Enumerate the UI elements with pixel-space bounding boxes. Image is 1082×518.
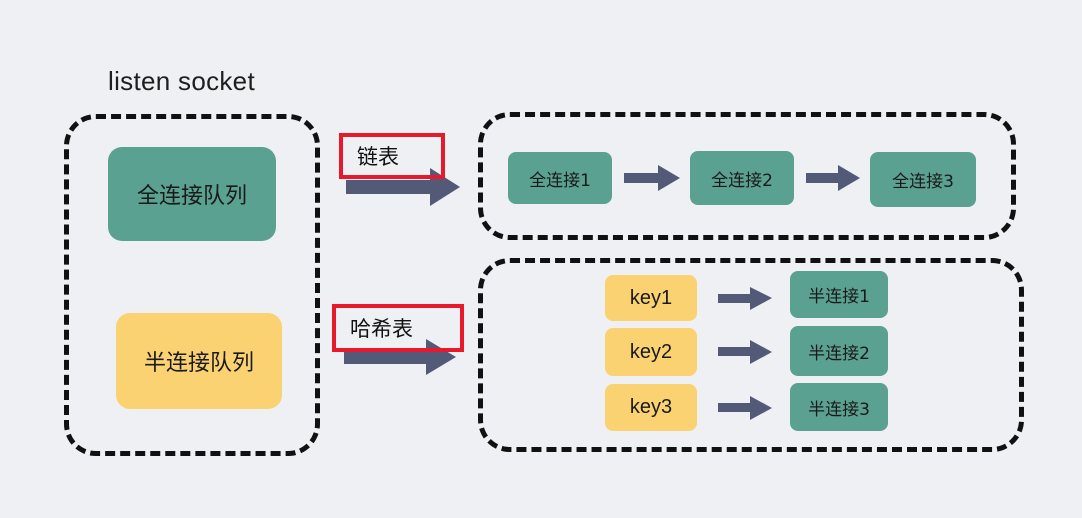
list-arrow-2 [806,165,860,191]
linked-list-label: 链表 [339,133,445,179]
half-connection-1: 半连接1 [790,271,888,318]
hash-key-3: key3 [605,384,697,431]
half-connection-2: 半连接2 [790,326,888,376]
listen-socket-box [64,114,320,456]
list-node-3: 全连接3 [870,152,976,207]
full-connection-queue: 全连接队列 [108,147,276,241]
hash-key-2: key2 [605,328,697,376]
diagram-title: listen socket [108,66,255,96]
list-node-2: 全连接2 [690,151,794,205]
list-node-1: 全连接1 [508,152,612,204]
hash-key-1: key1 [605,275,697,321]
half-connection-queue: 半连接队列 [116,313,282,409]
hash-arrow-3 [718,396,772,420]
hash-table-box [478,258,1024,452]
list-arrow-1 [624,165,680,191]
hash-arrow-1 [718,287,772,310]
hash-table-label: 哈希表 [332,304,464,352]
hash-arrow-2 [718,340,772,364]
linked-list-box [478,112,1016,240]
half-connection-3: 半连接3 [790,383,888,431]
